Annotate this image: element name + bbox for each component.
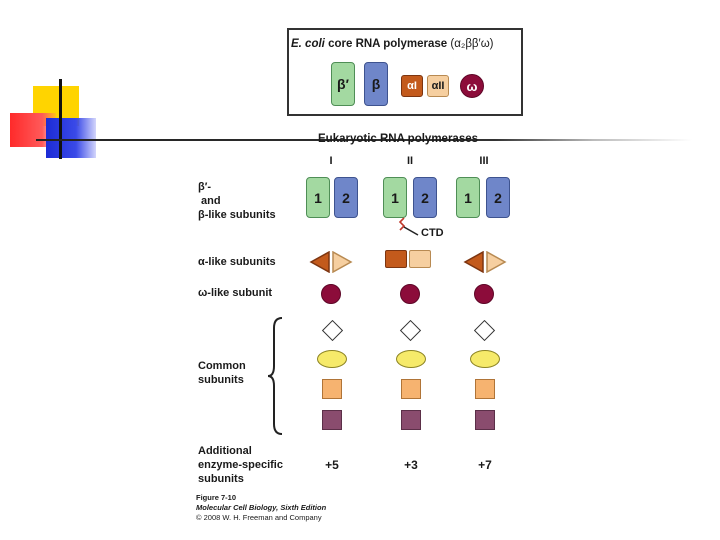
pol-II-subunit-1: 1 (383, 177, 407, 218)
pol-I-omega-like-subunit (321, 284, 341, 304)
pol-III-additional-count: +7 (478, 458, 492, 472)
pol-III-omega-like-subunit (474, 284, 494, 304)
ecoli-beta-prime-subunit: β′ (331, 62, 355, 106)
ecoli-alpha-II-subunit: αII (427, 75, 449, 97)
pol-I-common-orange-square (322, 379, 342, 399)
row-label-additional: Additional enzyme-specific subunits (198, 445, 283, 485)
pol-II-common-orange-square (401, 379, 421, 399)
decorative-horizontal-rule (36, 139, 692, 141)
pol-III-subunit-1: 1 (456, 177, 480, 218)
figure-number: Figure 7-10 (196, 493, 237, 502)
pol-III-alpha-like-triangles (463, 251, 507, 273)
row-label-common: Common subunits (198, 360, 246, 386)
pol-III-common-ellipse (470, 350, 500, 368)
polymerase-I-header: I (329, 155, 333, 167)
ecoli-formula: (α₂ββ′ω) (450, 38, 494, 50)
ecoli-alpha-I-subunit: αI (401, 75, 423, 97)
pol-I-common-purple-square (322, 410, 342, 430)
pol-I-common-ellipse (317, 350, 347, 368)
polymerase-II-header: II (406, 155, 414, 167)
row-label-alpha-like: α-like subunits (198, 256, 276, 268)
copyright-notice: © 2008 W. H. Freeman and Company (196, 513, 322, 522)
pol-II-common-diamond (399, 319, 422, 342)
row-label-omega-like: ω-like subunit (198, 287, 273, 299)
eukaryotic-title: Eukaryotic RNA polymerases (318, 133, 479, 145)
pol-I-subunit-1: 1 (306, 177, 330, 218)
ctd-tail-icon (398, 217, 419, 236)
pol-I-additional-count: +5 (325, 458, 339, 472)
pol-III-common-orange-square (475, 379, 495, 399)
decorative-blue-square (46, 118, 96, 158)
common-subunits-brace (267, 317, 283, 435)
polymerase-III-header: III (479, 155, 489, 167)
ecoli-beta-subunit: β (364, 62, 388, 106)
ecoli-title: E. coli core RNA polymerase (α₂ββ′ω) (291, 38, 494, 50)
ctd-label: CTD (421, 227, 444, 239)
pol-I-alpha-like-triangles (309, 251, 353, 273)
pol-I-common-diamond (321, 319, 344, 342)
decorative-vertical-line (59, 79, 62, 159)
pol-II-common-purple-square (401, 410, 421, 430)
pol-III-common-purple-square (475, 410, 495, 430)
pol-II-alpha-I-block (385, 250, 407, 268)
pol-II-common-ellipse (396, 350, 426, 368)
book-title: Molecular Cell Biology, Sixth Edition (196, 503, 327, 512)
pol-II-additional-count: +3 (404, 458, 418, 472)
pol-III-subunit-2: 2 (486, 177, 510, 218)
row-label-beta-like: β′- and β-like subunits (198, 181, 276, 221)
pol-II-omega-like-subunit (400, 284, 420, 304)
pol-II-subunit-2: 2 (413, 177, 437, 218)
ecoli-species: E. coli (291, 38, 325, 50)
ecoli-title-text: core RNA polymerase (328, 38, 448, 50)
pol-II-alpha-II-block (409, 250, 431, 268)
pol-I-subunit-2: 2 (334, 177, 358, 218)
pol-III-common-diamond (473, 319, 496, 342)
ecoli-omega-subunit: ω (460, 74, 484, 98)
ecoli-polymerase-box (287, 28, 523, 116)
